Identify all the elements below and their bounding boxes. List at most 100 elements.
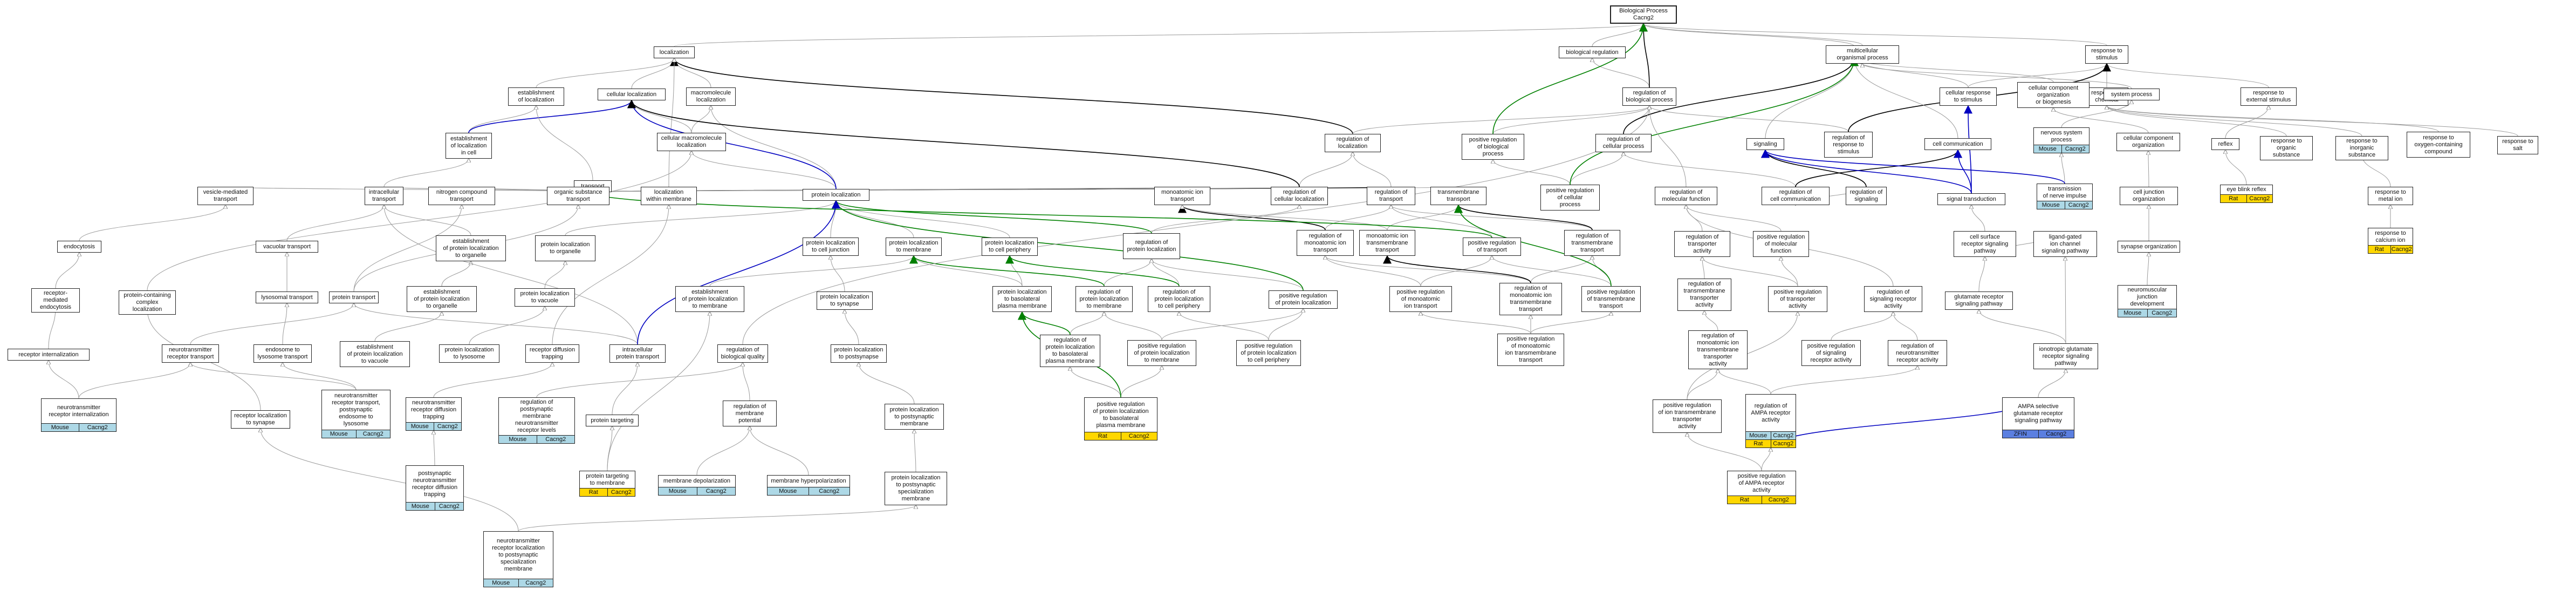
go-term-node[interactable]: regulation of molecular function (1655, 187, 1717, 205)
go-term-node[interactable]: cell junction organization (2120, 187, 2178, 205)
go-term-node[interactable]: protein localization to basolateral plas… (992, 286, 1052, 312)
go-term-node[interactable]: biological regulation (1559, 46, 1626, 58)
go-term-node[interactable]: protein targeting (586, 415, 639, 426)
go-term-node[interactable]: vesicle-mediated transport (197, 187, 254, 205)
go-term-node[interactable]: multicellular organismal process (1826, 45, 1899, 64)
go-term-node[interactable]: regulation of transport (1367, 187, 1415, 205)
go-term-node[interactable]: establishment of protein localization to… (675, 286, 744, 312)
go-term-node[interactable]: regulation of monoatomic ion transmembra… (1688, 330, 1748, 369)
go-term-node[interactable]: intracellular protein transport (609, 344, 666, 363)
go-term-node[interactable]: establishment of localization in cell (446, 133, 492, 159)
go-term-node[interactable]: monoatomic ion transmembrane transport (1359, 230, 1415, 256)
go-term-node[interactable]: positive regulation of transporter activ… (1768, 286, 1827, 312)
go-term-node[interactable]: organic substance transport (547, 187, 609, 205)
go-term-node[interactable]: cellular response to stimulus (1940, 87, 1997, 106)
go-term-node[interactable]: response to stimulus (2085, 45, 2128, 64)
go-term-node[interactable]: response to inorganic substance (2335, 136, 2388, 160)
go-term-node[interactable]: regulation of localization (1325, 134, 1381, 152)
go-term-node[interactable]: transmembrane transport (1430, 187, 1486, 205)
go-term-node[interactable]: establishment of protein localization to… (340, 341, 410, 367)
go-term-node[interactable]: endocytosis (57, 241, 101, 253)
go-term-node[interactable]: protein localization to lysosome (439, 344, 499, 363)
go-term-node[interactable]: system process (2104, 89, 2160, 100)
go-term-node[interactable]: response to metal ion (2368, 187, 2413, 205)
go-term-node[interactable]: cell communication (1924, 138, 1991, 150)
go-term-node[interactable]: regulation of protein localization to ce… (1148, 286, 1210, 312)
go-term-node[interactable]: ligand-gated ion channel signaling pathw… (2033, 231, 2097, 257)
go-term-node[interactable]: signaling (1746, 138, 1784, 150)
go-term-node[interactable]: protein localization to postsynaptic mem… (885, 404, 944, 430)
go-term-node[interactable]: Biological Process Cacng2 (1610, 5, 1677, 24)
go-term-node[interactable]: nitrogen compound transport (428, 187, 495, 205)
go-term-node[interactable]: cellular macromolecule localization (657, 133, 726, 151)
go-term-node[interactable]: response to external stimulus (2241, 87, 2297, 106)
go-term-node[interactable]: protein localization to cell periphery (982, 238, 1038, 256)
go-term-node[interactable]: cell surface receptor signaling pathway (1954, 231, 2016, 257)
go-term-node[interactable]: positive regulation of monoatomic ion tr… (1497, 334, 1564, 366)
go-term-node[interactable]: regulation of signaling receptor activit… (1864, 286, 1922, 312)
go-term-node[interactable]: postsynaptic neurotransmitter receptor d… (406, 465, 464, 511)
go-term-node[interactable]: positive regulation of transmembrane tra… (1581, 286, 1641, 312)
go-term-node[interactable]: regulation of transporter activity (1674, 231, 1730, 257)
go-term-node[interactable]: positive regulation of monoatomic ion tr… (1389, 286, 1452, 312)
go-term-node[interactable]: response to oxygen-containing compound (2407, 132, 2470, 158)
go-term-node[interactable]: macromolecule localization (686, 87, 736, 106)
go-term-node[interactable]: regulation of biological process (1622, 87, 1676, 106)
go-term-node[interactable]: positive regulation of protein localizat… (1127, 340, 1196, 366)
go-term-node[interactable]: regulation of protein localization to ba… (1040, 335, 1100, 367)
go-term-node[interactable]: positive regulation of molecular functio… (1753, 231, 1809, 257)
go-term-node[interactable]: regulation of biological quality (717, 344, 768, 363)
go-term-node[interactable]: regulation of cellular process (1595, 134, 1652, 152)
go-term-node[interactable]: regulation of cellular localization (1271, 187, 1328, 205)
go-term-node[interactable]: response to organic substance (2260, 136, 2313, 160)
go-term-node[interactable]: synapse organization (2118, 241, 2180, 253)
go-term-node[interactable]: protein localization to postsynaptic spe… (885, 472, 947, 505)
go-term-node[interactable]: ionotropic glutamate receptor signaling … (2033, 343, 2098, 369)
go-term-node[interactable]: reflex (2211, 138, 2239, 150)
go-term-node[interactable]: positive regulation of AMPA receptor act… (1727, 471, 1796, 504)
go-term-node[interactable]: establishment of protein localization to… (436, 235, 506, 261)
go-term-node[interactable]: regulation of transmembrane transporter … (1677, 279, 1731, 311)
go-term-node[interactable]: receptor internalization (8, 349, 90, 361)
go-term-node[interactable]: response to salt (2497, 136, 2538, 154)
go-term-node[interactable]: protein localization to synapse (817, 291, 873, 310)
go-term-node[interactable]: signal transduction (1937, 193, 2005, 205)
go-term-node[interactable]: protein localization to membrane (886, 238, 942, 256)
go-term-node[interactable]: cellular localization (598, 89, 666, 100)
go-term-node[interactable]: regulation of postsynaptic membrane neur… (498, 397, 575, 444)
go-term-node[interactable]: regulation of signaling (1846, 187, 1887, 205)
go-term-node[interactable]: protein-containing complex localization (119, 290, 176, 315)
go-term-node[interactable]: cellular component organization or bioge… (2017, 82, 2089, 108)
go-term-node[interactable]: neurotransmitter receptor transport, pos… (321, 390, 390, 438)
go-term-node[interactable]: protein localization to vacuole (515, 288, 575, 307)
go-term-node[interactable]: protein localization (803, 189, 869, 201)
go-term-node[interactable]: neurotransmitter receptor internalizatio… (41, 398, 117, 432)
go-term-node[interactable]: localization within membrane (641, 187, 697, 205)
go-term-node[interactable]: regulation of monoatomic ion transmembra… (1499, 283, 1562, 315)
go-term-node[interactable]: glutamate receptor signaling pathway (1945, 291, 2013, 310)
go-term-node[interactable]: monoatomic ion transport (1154, 187, 1210, 205)
go-term-node[interactable]: regulation of transmembrane transport (1564, 230, 1620, 256)
go-term-node[interactable]: intracellular transport (365, 187, 403, 205)
go-term-node[interactable]: lysosomal transport (256, 291, 318, 303)
go-term-node[interactable]: neurotransmitter receptor transport (162, 344, 219, 363)
go-term-node[interactable]: endosome to lysosome transport (254, 344, 312, 363)
go-term-node[interactable]: positive regulation of biological proces… (1462, 134, 1524, 160)
go-term-node[interactable]: regulation of protein localization to me… (1075, 286, 1133, 312)
go-term-node[interactable]: positive regulation of protein localizat… (1236, 340, 1301, 366)
go-term-node[interactable]: regulation of neurotransmitter receptor … (1888, 340, 1947, 366)
go-term-node[interactable]: positive regulation of signaling recepto… (1801, 340, 1861, 366)
go-term-node[interactable]: positive regulation of protein localizat… (1084, 397, 1157, 440)
go-term-node[interactable]: positive regulation of cellular process (1540, 185, 1600, 211)
go-term-node[interactable]: regulation of response to stimulus (1824, 132, 1873, 158)
go-term-node[interactable]: neurotransmitter receptor localization t… (483, 531, 553, 587)
go-term-node[interactable]: positive regulation of protein localizat… (1269, 290, 1338, 309)
